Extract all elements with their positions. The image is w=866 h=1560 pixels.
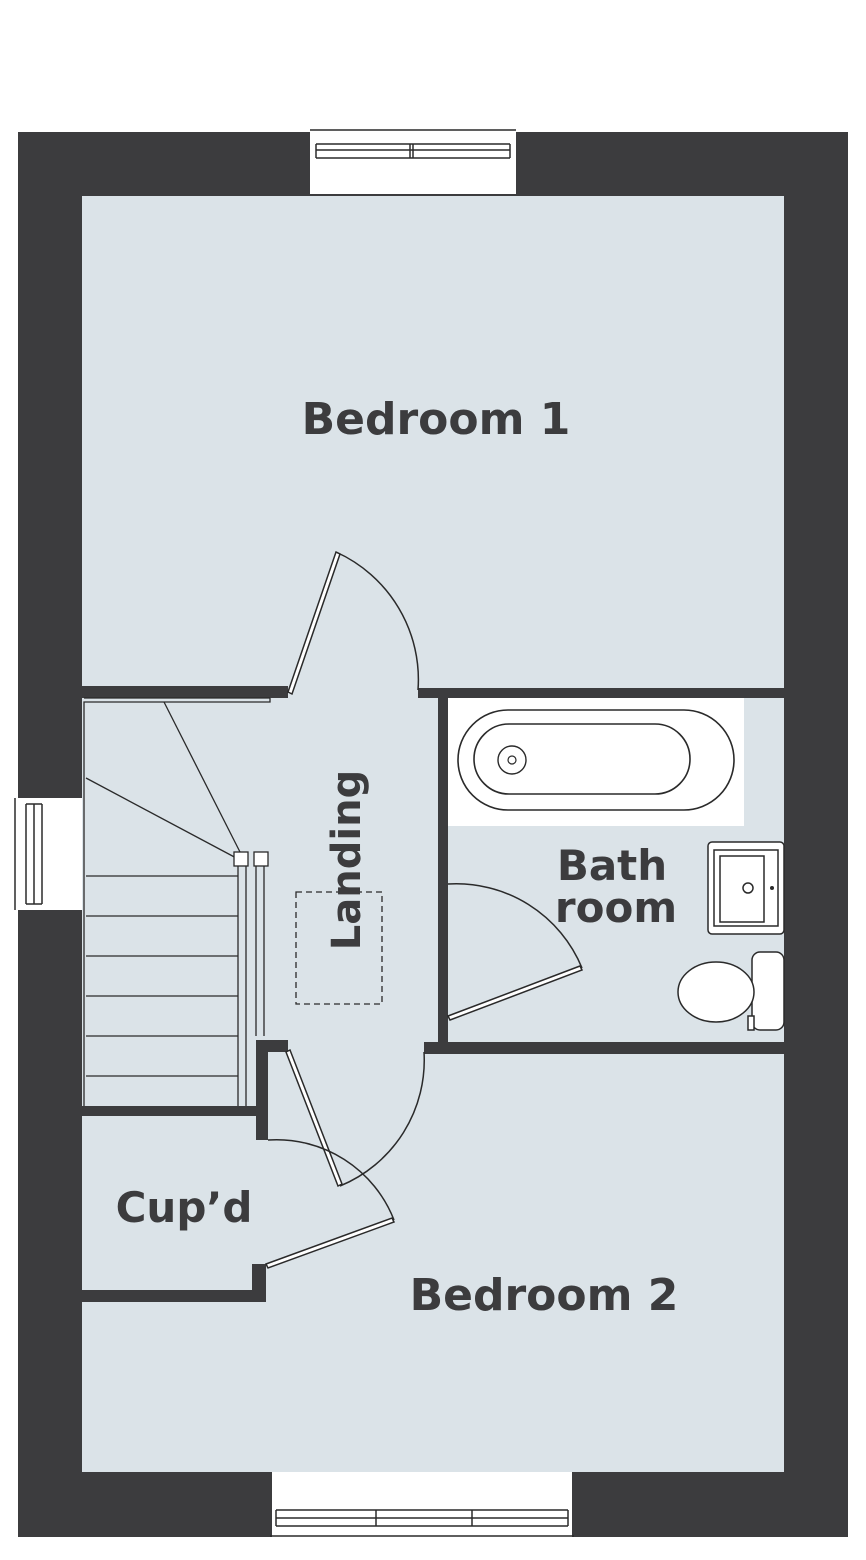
bathtub — [448, 698, 744, 826]
bedroom-1-floor — [82, 196, 784, 688]
wall-cupboard-base — [82, 1290, 266, 1302]
wall-cupboard-jamb — [252, 1264, 266, 1300]
toilet — [677, 951, 785, 1031]
basin-tap-icon — [770, 886, 774, 890]
staircase — [83, 697, 271, 1106]
wall-cupboard-top — [256, 1040, 288, 1052]
window-left — [14, 798, 82, 910]
wall-bed1-right-segment — [418, 688, 784, 698]
room-label-bathroom-line-2: room — [555, 883, 677, 932]
room-label-bathroom-line-1: Bath — [557, 841, 667, 890]
interior-walls — [82, 686, 784, 1302]
wall-bath-left-upper — [438, 698, 448, 884]
doors — [264, 550, 584, 1269]
wall-bed1-left-segment — [82, 686, 288, 698]
windows — [14, 128, 574, 1538]
bedroom-2-floor — [82, 1054, 784, 1472]
wall-stair-base — [82, 1106, 264, 1116]
window-bottom — [270, 1472, 574, 1538]
room-label-bedroom-1: Bedroom 1 — [302, 394, 571, 445]
floor-areas — [82, 196, 784, 1472]
newel-post — [253, 851, 269, 867]
wall-bed2-top — [424, 1042, 784, 1054]
door-cupboard — [264, 1138, 396, 1269]
door-bathroom — [446, 883, 584, 1021]
cupboard-floor — [82, 1116, 266, 1292]
newel-post — [233, 851, 249, 867]
wall-bath-left-lower — [438, 1018, 448, 1050]
door-bedroom-2 — [285, 1048, 425, 1188]
room-label-landing: Landing — [324, 770, 370, 950]
door-bedroom-1 — [287, 550, 420, 696]
room-label-cupboard: Cup’d — [116, 1183, 253, 1232]
window-top — [310, 128, 516, 194]
bath-drain-icon — [497, 745, 527, 775]
loft-hatch — [295, 891, 383, 1005]
room-label-bedroom-2: Bedroom 2 — [410, 1270, 679, 1321]
basin — [707, 841, 785, 935]
basin-drain-icon — [742, 882, 754, 894]
wall-cupboard-right — [256, 1040, 268, 1140]
